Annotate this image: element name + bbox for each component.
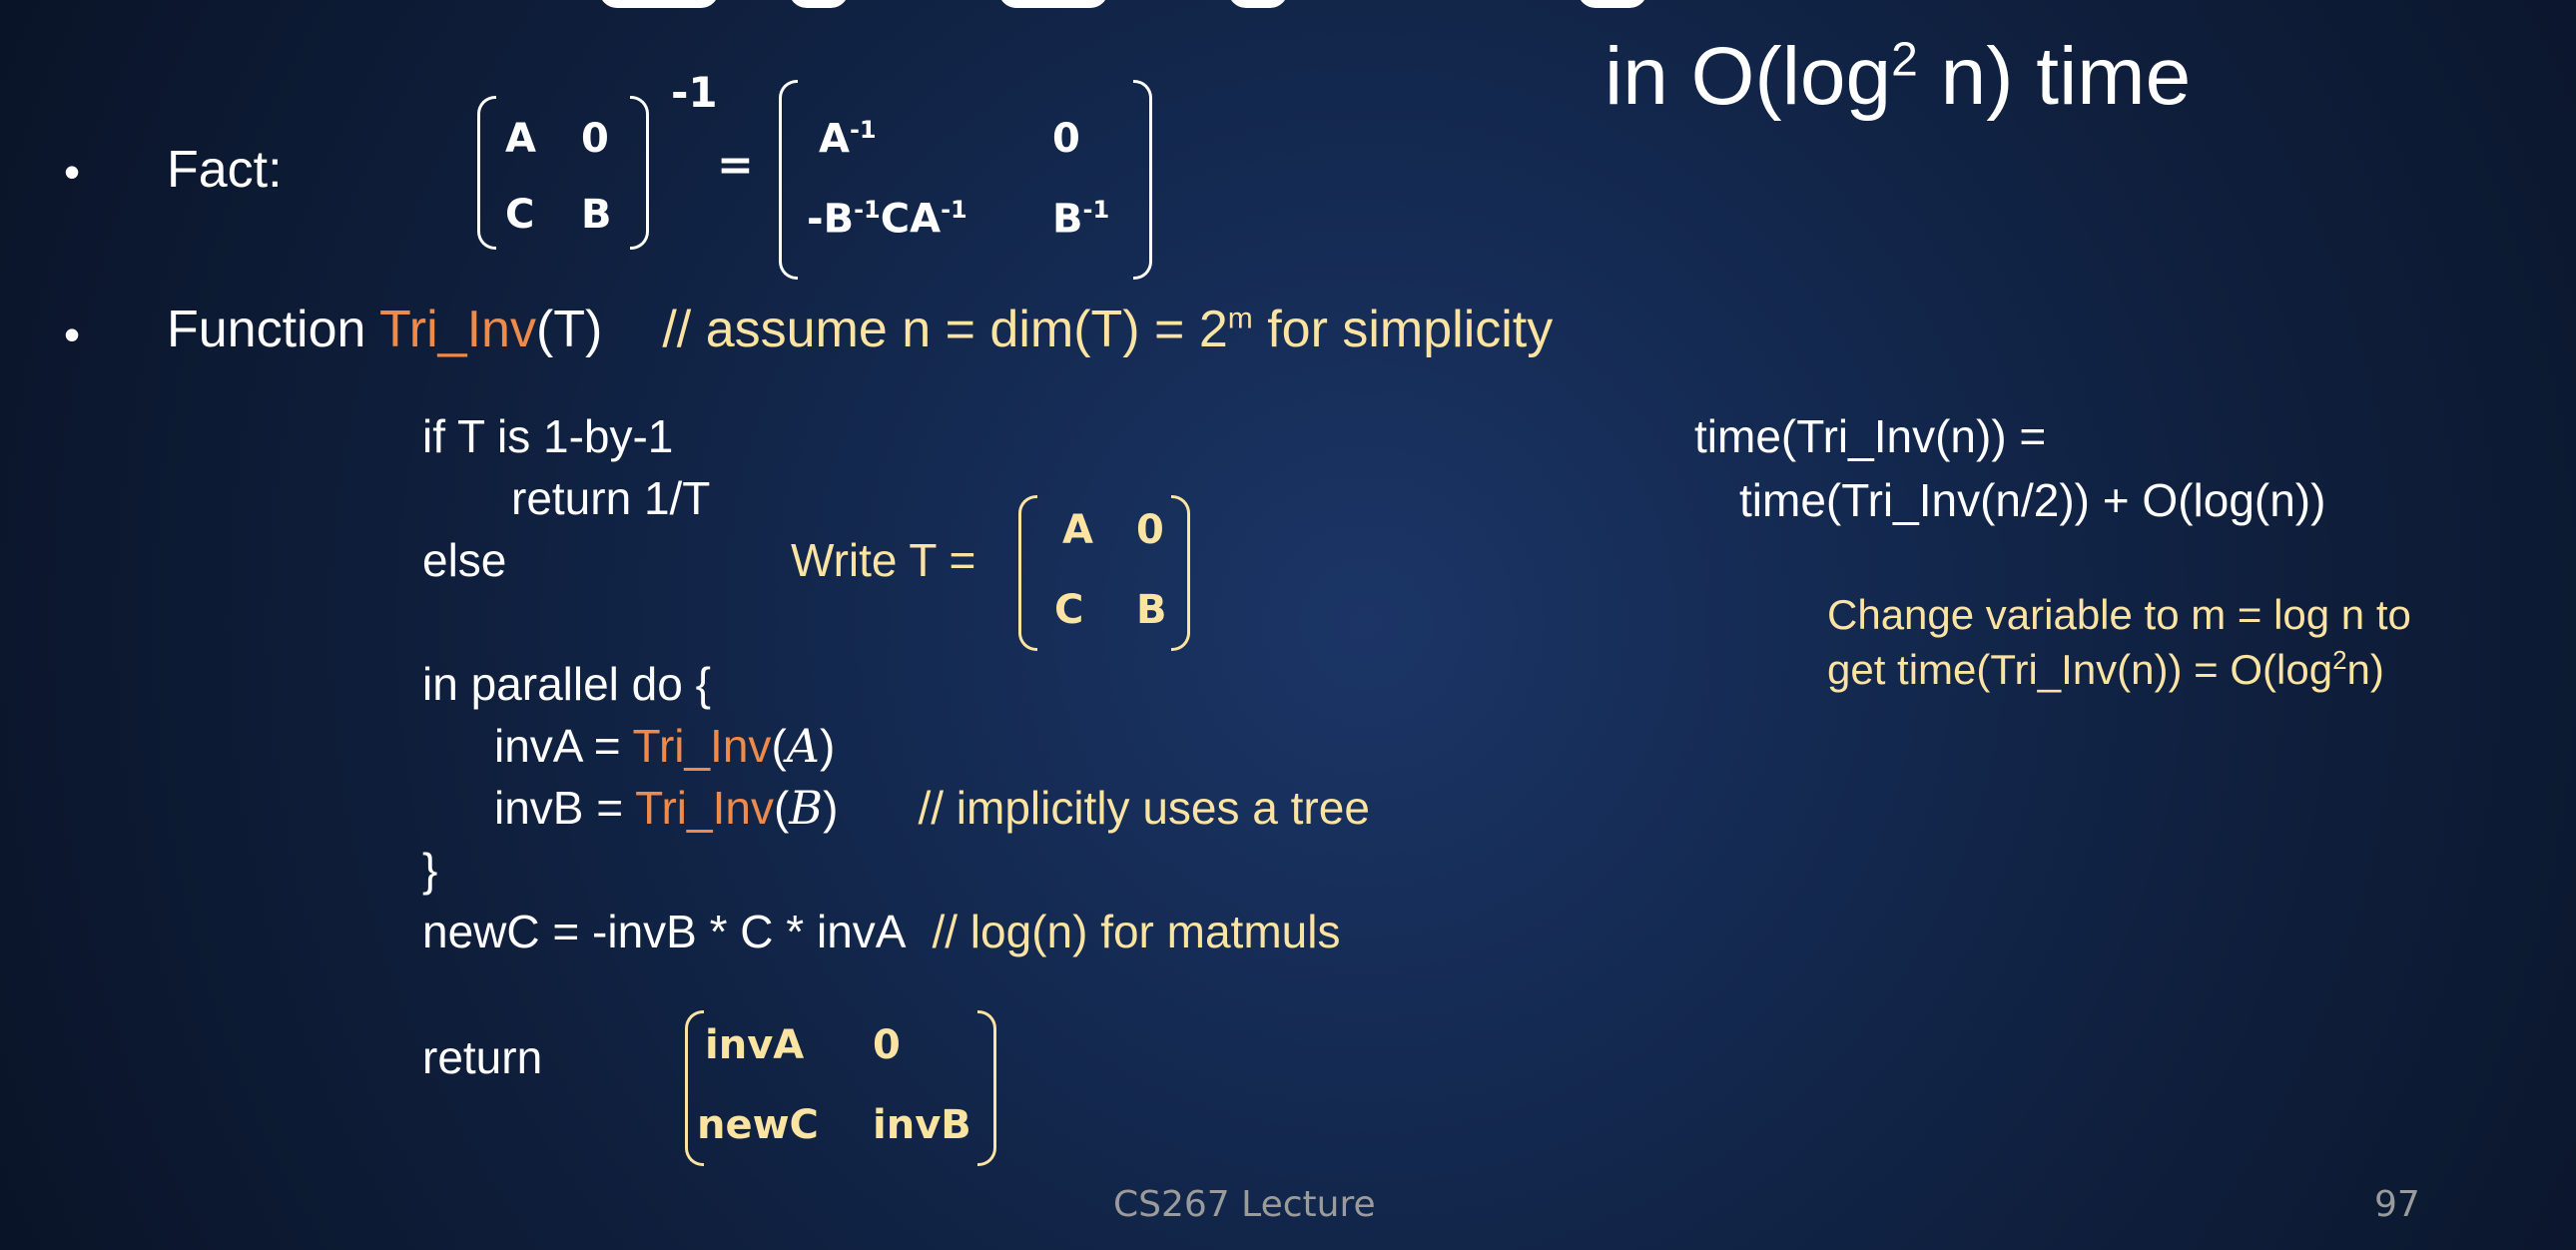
code-line: else: [422, 534, 507, 586]
note-line: get time(Tri_Inv(n)) = O(log2n): [1827, 645, 2384, 693]
recurrence-line: time(Tri_Inv(n/2)) + O(log(n)): [1739, 474, 2326, 526]
matrix-cell: -B-1CA-1: [807, 196, 967, 243]
matrix-cell: A: [505, 116, 536, 162]
bullet-function: •: [64, 309, 81, 360]
matrix-cell: A: [1062, 507, 1093, 553]
matrix-cell: 0: [1136, 507, 1164, 553]
equals-sign: =: [717, 140, 754, 191]
return-matrix: invA 0 newC invB: [685, 1010, 996, 1166]
matrix-cell: C: [505, 192, 535, 238]
code-line: if T is 1-by-1: [422, 410, 674, 462]
matrix-cell: 0: [1052, 116, 1080, 162]
matrix-cell: 0: [581, 116, 609, 162]
function-name: Tri_Inv: [378, 301, 536, 358]
write-t-label: Write T =: [791, 534, 976, 586]
matrix-cell: C: [1054, 587, 1084, 633]
inverse-exponent: -1: [671, 68, 718, 117]
code-line: newC = -invB * C * invA// log(n) for mat…: [422, 906, 1341, 957]
fact-matrix-right: A-1 0 -B-1CA-1 B-1: [779, 80, 1152, 280]
recurrence-line: time(Tri_Inv(n)) =: [1694, 410, 2047, 462]
matrix-cell: invA: [705, 1022, 805, 1068]
matrix-cell: B: [1136, 587, 1167, 633]
code-line: return 1/T: [511, 472, 711, 524]
bullet-fact: •: [64, 146, 81, 198]
slide-subtitle: in O(log2 n) time: [1605, 31, 2192, 122]
function-comment: // assume n = dim(T) = 2m for simplicity: [662, 301, 1554, 358]
matrix-cell: newC: [697, 1102, 819, 1148]
note-line: Change variable to m = log n to: [1827, 591, 2411, 638]
clipped-title-strip: [0, 0, 2576, 14]
fact-matrix-left: A 0 C B: [477, 96, 649, 250]
matrix-cell: invB: [873, 1102, 971, 1148]
footer-title: CS267 Lecture: [1113, 1184, 1376, 1225]
write-t-matrix: A 0 C B: [1018, 495, 1190, 651]
matrix-cell: B: [581, 192, 612, 238]
page-number: 97: [2374, 1184, 2420, 1225]
code-line: return: [422, 1031, 543, 1083]
code-line: }: [422, 844, 438, 896]
matrix-cell: B-1: [1052, 196, 1110, 243]
code-line: in parallel do {: [422, 658, 711, 710]
fact-label: Fact:: [167, 141, 283, 199]
matrix-cell: A-1: [819, 116, 877, 163]
code-line: invA = Tri_Inv(A): [494, 719, 836, 773]
function-heading: Function Tri_Inv(T)// assume n = dim(T) …: [167, 301, 1554, 358]
matrix-cell: 0: [873, 1022, 901, 1068]
code-line: invB = Tri_Inv(B)// implicitly uses a tr…: [494, 781, 1370, 835]
